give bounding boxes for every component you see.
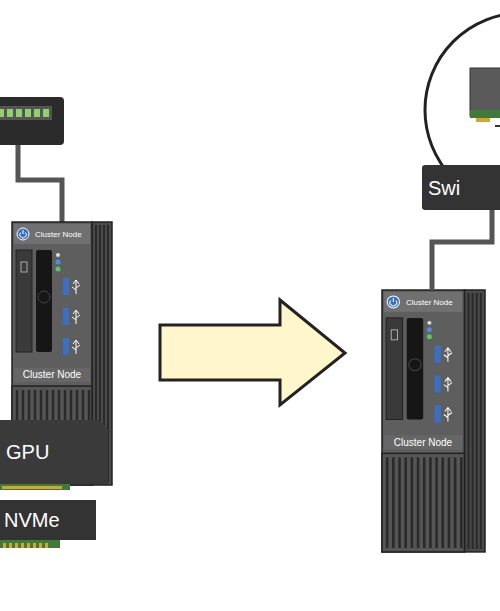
node-title: Cluster Node xyxy=(35,229,91,240)
nvme-card: NVMe xyxy=(0,500,96,540)
tower-drawing xyxy=(382,290,485,552)
node-title: Cluster Node xyxy=(406,297,463,308)
node-label: Cluster Node xyxy=(384,436,462,449)
switch-box-label: Swi xyxy=(428,176,460,200)
gpu-contacts xyxy=(2,486,62,489)
gpu-pcb xyxy=(0,484,70,490)
nvme-pcb xyxy=(0,540,60,548)
nvme-contacts xyxy=(3,543,48,548)
node-label: Cluster Node xyxy=(14,368,90,381)
network-switch xyxy=(0,97,64,145)
cluster-node: Cluster NodeCluster Node xyxy=(382,290,485,552)
switch-box: Swi xyxy=(422,165,500,210)
transition-arrow xyxy=(160,300,345,405)
network-cable xyxy=(432,210,492,290)
network-cable xyxy=(18,145,62,222)
gpu-card-label: GPU xyxy=(6,440,49,464)
gpu-card: GPU xyxy=(0,420,108,484)
nvme-card-label: NVMe xyxy=(4,508,60,532)
